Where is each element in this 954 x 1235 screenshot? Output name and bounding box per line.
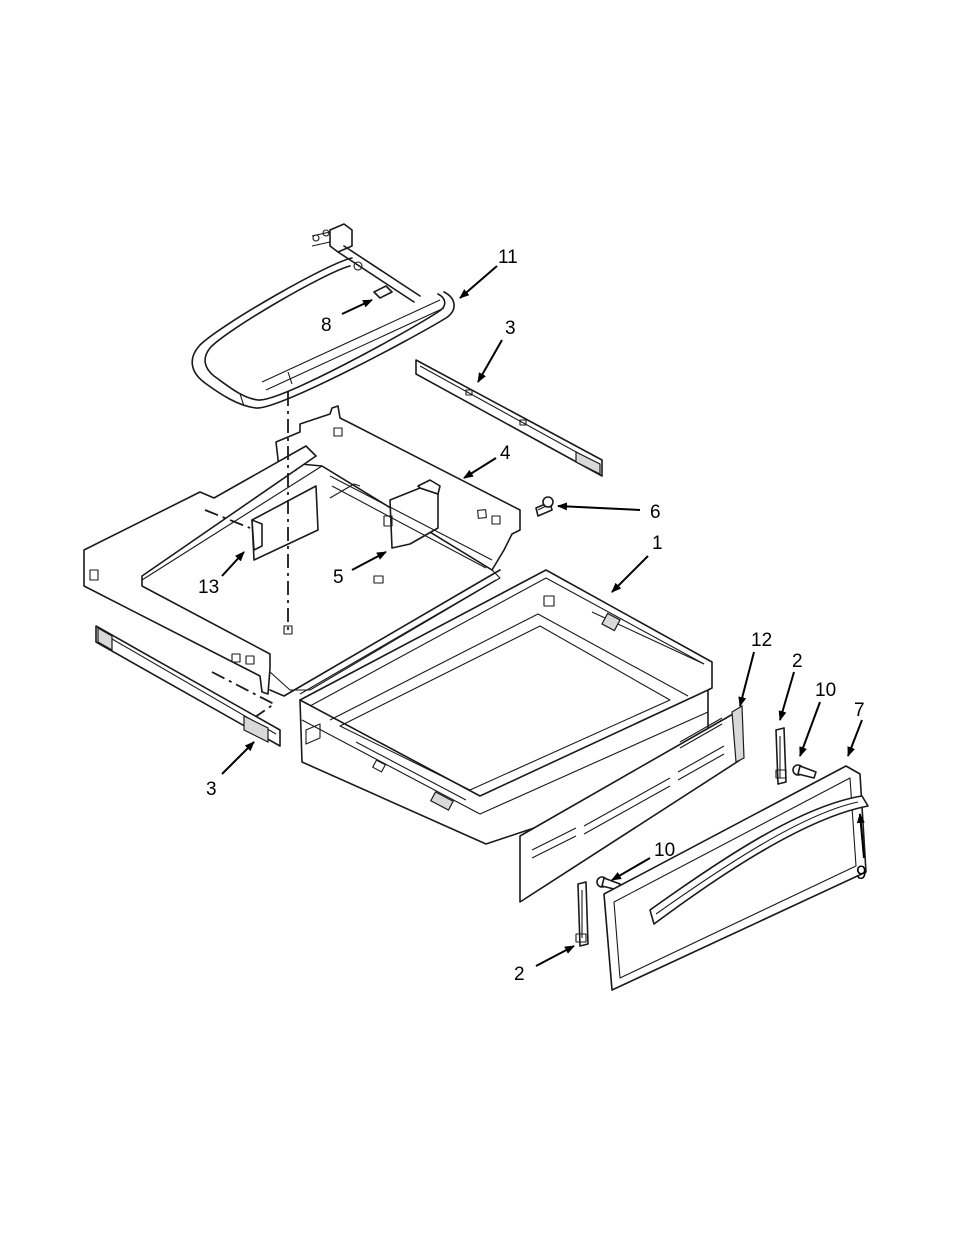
callout-13: 13: [198, 577, 219, 598]
callout-9: 9: [856, 863, 867, 884]
screw-part: [536, 497, 553, 516]
callout-8: 8: [321, 315, 332, 336]
callout-7: 7: [854, 700, 865, 721]
callout-4: 4: [500, 443, 511, 464]
callout-3-upper: 3: [505, 318, 516, 339]
door-bracket-upper-part: [776, 728, 786, 784]
door-bracket-lower-part: [576, 882, 588, 946]
callout-1: 1: [652, 533, 663, 554]
callout-2-upper: 2: [792, 651, 803, 672]
callout-12: 12: [751, 630, 772, 651]
callout-10-lower: 10: [654, 840, 675, 861]
callout-10-upper: 10: [815, 680, 836, 701]
callout-6: 6: [650, 502, 661, 523]
callout-11: 11: [498, 247, 518, 268]
callout-5: 5: [333, 567, 344, 588]
door-screw-upper-part: [793, 765, 816, 778]
callout-3-lower: 3: [206, 779, 217, 800]
callout-2-lower: 2: [514, 964, 525, 985]
